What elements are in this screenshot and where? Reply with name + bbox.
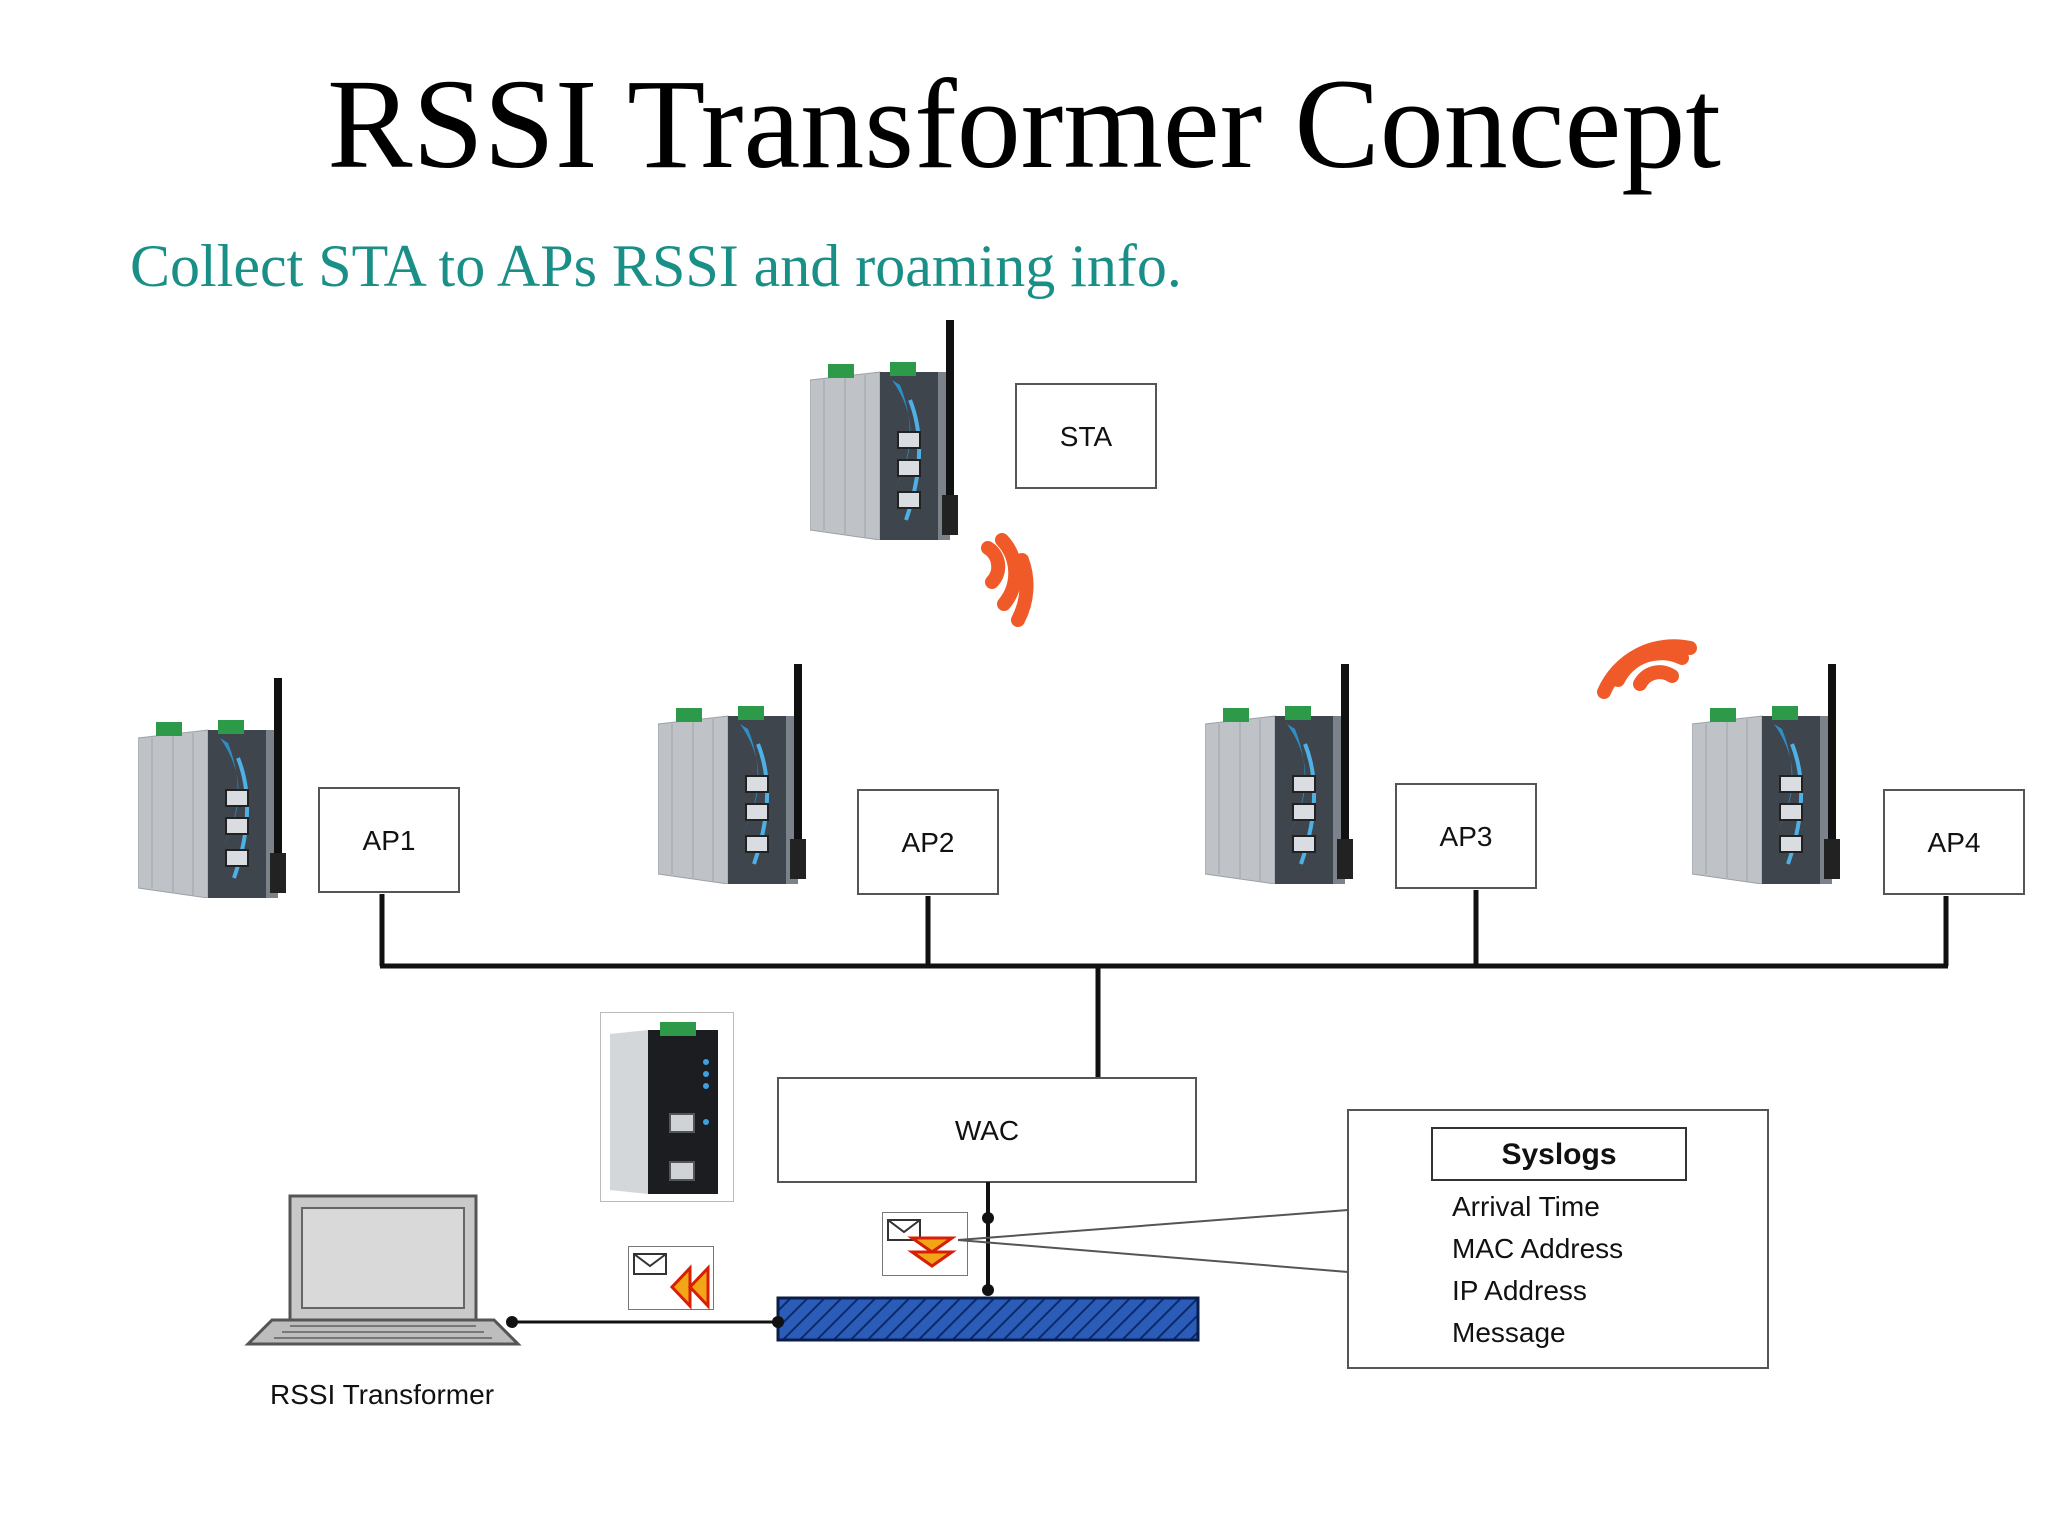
syslogs-heading: Syslogs	[1501, 1138, 1616, 1171]
bus-link-node	[772, 1316, 784, 1328]
syslog-field: IP Address	[1452, 1275, 1587, 1306]
ap-network-wiring	[379, 890, 1949, 1078]
wifi-signal-icon	[1597, 639, 1697, 699]
ap3-label: AP3	[1440, 821, 1493, 852]
ap1-label: AP1	[363, 825, 416, 856]
syslog-field: Message	[1452, 1317, 1566, 1348]
laptop-link-node	[506, 1316, 518, 1328]
ap1-label-box: AP1	[318, 787, 460, 893]
wifi-signal-icon	[981, 533, 1034, 627]
ap2-label: AP2	[902, 827, 955, 858]
ap2-device-icon	[658, 664, 808, 884]
ap4-label: AP4	[1928, 827, 1981, 858]
sta-label: STA	[1060, 421, 1113, 452]
wac-box: WAC	[777, 1077, 1197, 1183]
ap4-label-box: AP4	[1883, 789, 2025, 895]
rssi-transformer-label: RSSI Transformer	[270, 1379, 494, 1410]
bus-node	[982, 1284, 994, 1296]
syslog-message-icon	[628, 1246, 714, 1310]
slide-title: RSSI Transformer Concept	[327, 53, 1721, 195]
wac-device-icon	[600, 1012, 734, 1202]
sta-label-box: STA	[1015, 383, 1157, 489]
wac-label: WAC	[955, 1115, 1019, 1146]
syslog-callout	[957, 1209, 1349, 1273]
syslog-field: MAC Address	[1452, 1233, 1623, 1264]
ap3-label-box: AP3	[1395, 783, 1537, 889]
ap2-label-box: AP2	[857, 789, 999, 895]
syslog-field: Arrival Time	[1452, 1191, 1600, 1222]
ap3-device-icon	[1205, 664, 1355, 884]
wac-link-node	[982, 1212, 994, 1224]
sta-device-icon	[810, 320, 960, 540]
network-bus	[776, 1296, 1200, 1342]
syslog-message-icon	[882, 1212, 968, 1276]
ap4-device-icon	[1692, 664, 1842, 884]
syslogs-panel: Syslogs Arrival Time MAC Address IP Addr…	[1347, 1109, 1769, 1369]
slide-subtitle: Collect STA to APs RSSI and roaming info…	[130, 233, 1182, 299]
ap1-device-icon	[138, 678, 288, 898]
laptop-icon	[244, 1194, 522, 1346]
